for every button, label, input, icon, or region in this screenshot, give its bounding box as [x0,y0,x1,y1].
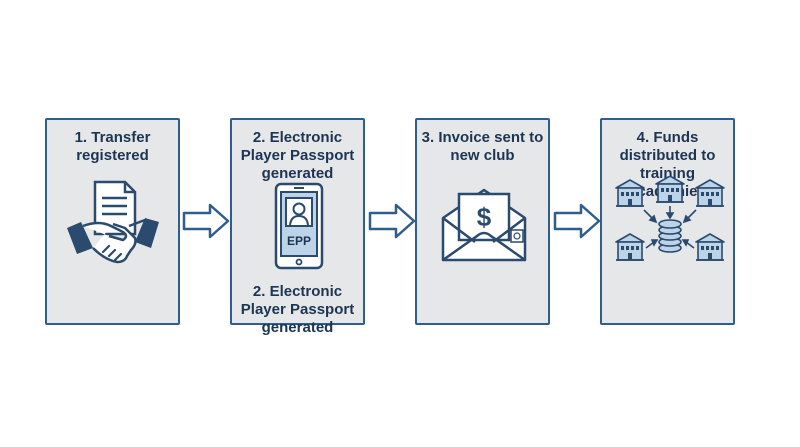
arrow-right-icon [553,203,601,239]
tablet-passport-icon: EPP [274,182,324,270]
arrow-right-icon [368,203,416,239]
epp-badge: EPP [287,234,311,248]
arrow-right-icon [182,203,230,239]
academies-coins-icon [615,176,725,261]
dollar-icon: $ [477,202,492,232]
step-1-box: 1. Transfer registered [45,118,180,325]
step-4-title: 4. Funds distributed to training academi… [619,129,716,200]
step-4-box: 4. Funds distributed to training academi… [600,118,735,325]
step-3-box: 3. Invoice sent to new club $ [415,118,550,325]
handshake-document-icon [67,180,159,264]
step-2-box: 2. Electronic Player Passport generated … [230,118,365,336]
step-2-title: 2. Electronic Player Passport generated [240,129,355,182]
invoice-envelope-icon: $ [441,188,527,262]
step-3-title: 3. Invoice sent to new club [421,129,544,164]
step-2-subtitle: 2. Electronic Player Passport generated [240,283,355,336]
step-1-title: 1. Transfer registered [74,129,151,164]
